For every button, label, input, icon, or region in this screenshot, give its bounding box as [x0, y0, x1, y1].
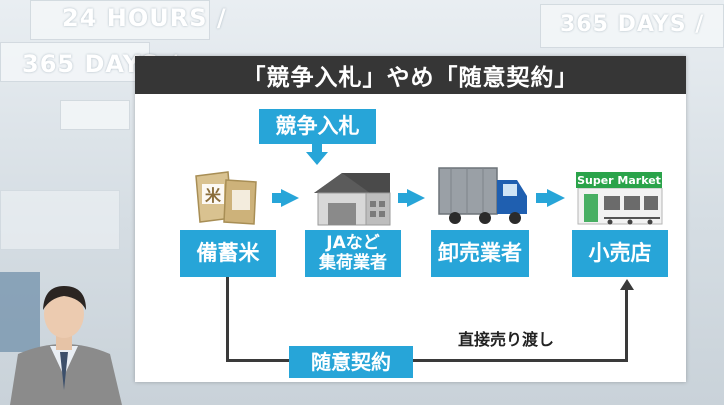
supermarket-sign: Super Market [576, 172, 662, 188]
down-arrow-icon [306, 152, 328, 165]
flow-line-bottom [226, 359, 628, 362]
rice-bags-icon: 米 [195, 171, 257, 225]
bg-text: 24 HOURS / [62, 4, 227, 32]
flow-line-right [625, 290, 628, 362]
background-monitor [0, 272, 40, 352]
right-arrow-icon [407, 189, 425, 207]
stage-box-wholesaler: 卸売業者 [431, 230, 529, 277]
contract-label-box: 随意契約 [289, 346, 413, 378]
presenter-figure [10, 286, 122, 405]
right-arrow-icon [281, 189, 299, 207]
supermarket-icon [577, 188, 663, 225]
arrow-shaft [272, 193, 282, 203]
direct-sale-label: 直接売り渡し [458, 330, 555, 349]
warehouse-icon [314, 173, 391, 226]
down-arrow-shaft [312, 144, 322, 152]
stage-box-retailer: 小売店 [572, 230, 668, 277]
arrow-shaft [398, 193, 408, 203]
arrow-shaft [536, 193, 548, 203]
truck-icon [438, 167, 527, 224]
bg-panel [0, 190, 120, 250]
stage-box-collectors: JAなど 集荷業者 [305, 230, 401, 277]
bg-panel [0, 42, 150, 82]
bg-panel [30, 0, 210, 40]
up-arrow-icon [620, 279, 634, 290]
right-arrow-icon [547, 189, 565, 207]
bg-panel [60, 100, 130, 130]
stage-box-stockpile-rice: 備蓄米 [180, 230, 276, 277]
bg-text: 365 DAYS / [560, 12, 705, 37]
flow-line-left [226, 277, 229, 361]
page-title: 「競争入札」やめ「随意契約」 [135, 56, 686, 94]
rice-bag-text: 米 [205, 186, 222, 205]
stage-label: JAなど 集荷業者 [319, 232, 387, 273]
bg-panel [540, 4, 724, 48]
bid-label-box: 競争入札 [259, 109, 376, 144]
